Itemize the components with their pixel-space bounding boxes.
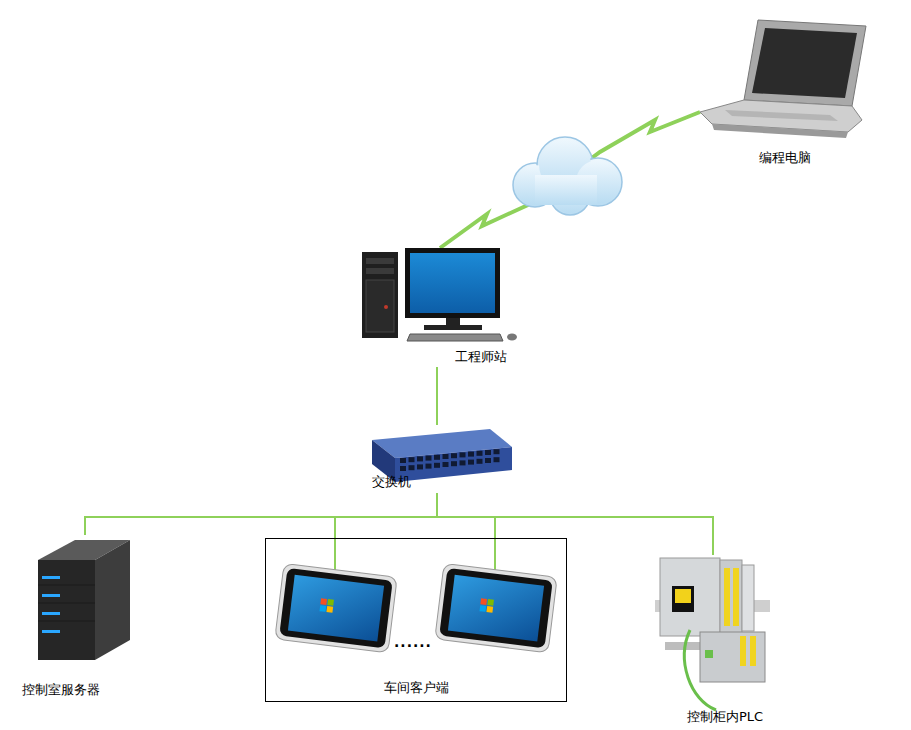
switch-port [494, 457, 500, 462]
device-caption: 交换机 [372, 474, 411, 490]
switch-port [434, 455, 440, 460]
switch-port [409, 457, 415, 462]
device-caption: 车间客户端 [384, 680, 449, 696]
network-cable [437, 493, 495, 538]
device-node: 编程电脑 [700, 15, 870, 170]
device-node: 工程师站 [355, 245, 535, 367]
switch-port [409, 465, 415, 470]
network-cable [436, 367, 438, 425]
laptop-icon [700, 20, 866, 138]
switch-port [451, 461, 457, 466]
switch-port [434, 463, 440, 468]
ellipsis-label: ...... [394, 634, 432, 650]
server-icon [38, 540, 130, 660]
group-box: 车间客户端 [265, 538, 567, 702]
network-cable [85, 493, 437, 535]
switch-port [400, 458, 406, 463]
switch-port [460, 452, 466, 457]
switch-port [477, 451, 483, 456]
workstation-icon [362, 248, 517, 341]
switch-port [451, 453, 457, 458]
device-caption: 工程师站 [455, 349, 507, 365]
switch-port [468, 460, 474, 465]
switch-port [426, 464, 432, 469]
switch-port [468, 452, 474, 457]
switch-port [417, 464, 423, 469]
device-node: 控制柜内PLC [655, 555, 775, 727]
tablet-icon [435, 538, 557, 653]
cloud-icon [513, 137, 622, 215]
switch-port [400, 466, 406, 471]
switch-port [485, 458, 491, 463]
network-cable [335, 493, 437, 538]
switch-port [443, 462, 449, 467]
plc-icon [655, 558, 770, 710]
device-node: 控制室服务器 [18, 535, 143, 705]
device-node: 交换机 [360, 425, 515, 493]
switch-port [485, 450, 491, 455]
wireless-link [440, 112, 700, 248]
tablet-icon [275, 538, 397, 653]
device-caption: 控制室服务器 [22, 682, 100, 698]
device-caption: 控制柜内PLC [687, 709, 763, 725]
network-cable [437, 493, 713, 555]
switch-port [477, 459, 483, 464]
switch-port [426, 456, 432, 461]
switch-port [443, 454, 449, 459]
switch-port [417, 456, 423, 461]
device-caption: 编程电脑 [759, 150, 811, 166]
switch-port [494, 449, 500, 454]
switch-port [460, 460, 466, 465]
